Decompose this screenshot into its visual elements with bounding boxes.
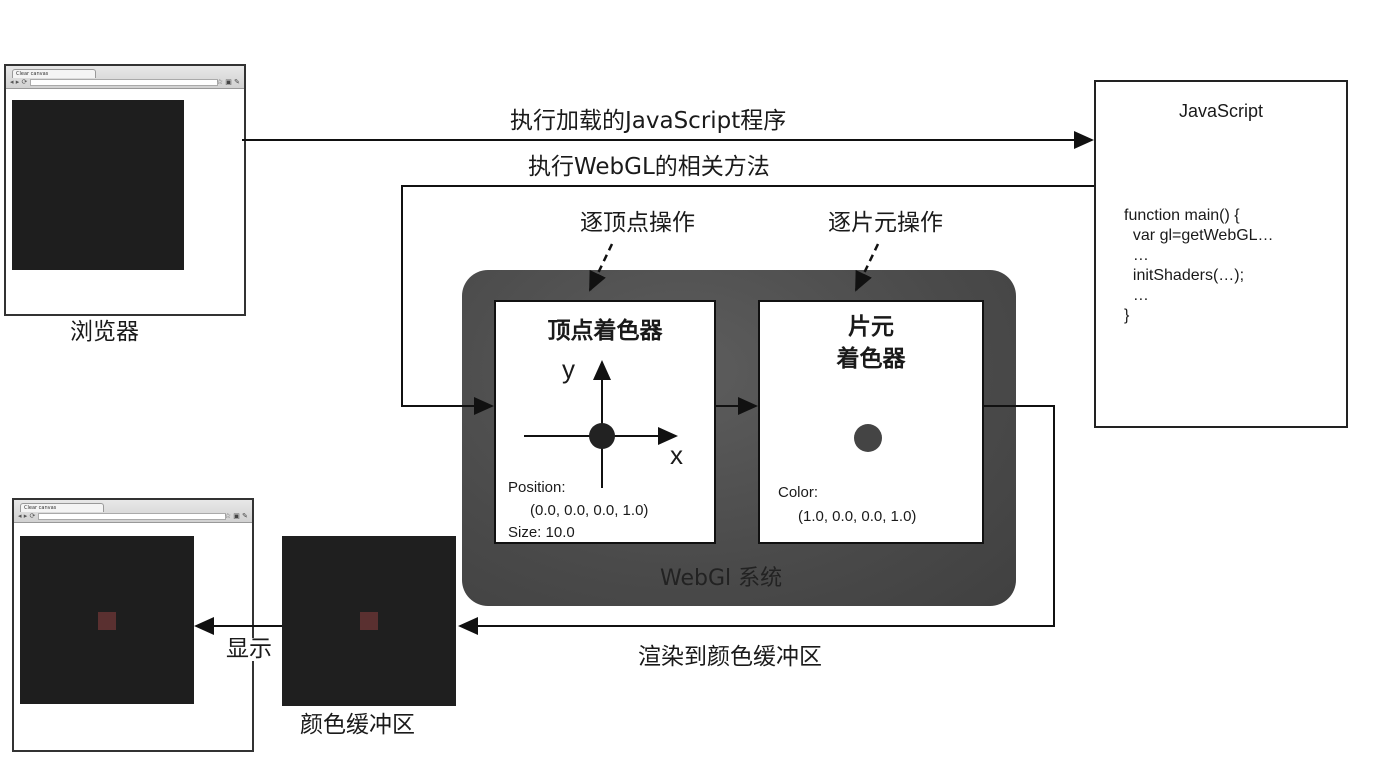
canvas-black — [20, 536, 194, 704]
buffer-red-point — [360, 612, 378, 630]
nav-arrows-icon: ◂ ▸ ⟳ — [10, 78, 28, 86]
code-line: … — [1124, 247, 1149, 264]
nav-arrows-icon: ◂ ▸ ⟳ — [18, 512, 36, 520]
code-line: } — [1124, 307, 1130, 324]
vertex-shader-title: 顶点着色器 — [547, 318, 663, 344]
javascript-box: JavaScript function main() { var gl=getW… — [1094, 80, 1348, 428]
axis-x-label: x — [670, 440, 683, 470]
webgl-system-label: WebGl 系统 — [660, 566, 783, 591]
vertex-shader-box: 顶点着色器 y x Position: (0.0, 0.0, 0.0, 1.0)… — [494, 300, 716, 544]
per-fragment-label: 逐片元操作 — [828, 210, 943, 236]
display-label: 显示 — [226, 636, 272, 662]
arrow-exec-webgl — [401, 185, 1094, 415]
arrow-render-to-buffer — [458, 405, 1055, 635]
toolbar-icons: ☆ ▣ ✎ — [224, 512, 248, 520]
size-label: Size: 10.0 — [508, 524, 575, 541]
javascript-title: JavaScript — [1178, 101, 1264, 121]
color-buffer-label: 颜色缓冲区 — [300, 712, 415, 738]
exec-webgl-label: 执行WebGL的相关方法 — [528, 154, 770, 180]
render-to-buffer-label: 渲染到颜色缓冲区 — [638, 644, 822, 670]
address-bar — [38, 513, 226, 520]
color-label: Color: — [778, 484, 819, 501]
per-fragment-pointer — [854, 243, 880, 292]
code-line: … — [1124, 287, 1149, 304]
exec-js-label: 执行加载的JavaScript程序 — [510, 108, 787, 134]
per-vertex-pointer — [588, 243, 614, 292]
fragment-shader-title-line2: 着色器 — [836, 346, 906, 372]
canvas-red-point — [98, 612, 116, 630]
code-line: function main() { — [1124, 207, 1240, 224]
code-line: initShaders(…); — [1124, 267, 1245, 284]
browser-chrome: Clear canvas ◂ ▸ ⟳ ☆ ▣ ✎ — [14, 500, 252, 523]
code-line: var gl=getWebGL… — [1124, 227, 1274, 244]
browser-label: 浏览器 — [70, 319, 139, 345]
fragment-shader-box: 片元 着色器 Color: (1.0, 0.0, 0.0, 1.0) — [758, 300, 984, 544]
color-value: (1.0, 0.0, 0.0, 1.0) — [798, 508, 917, 525]
fragment-point — [854, 424, 882, 452]
position-label: Position: — [508, 479, 566, 496]
canvas-black — [12, 100, 184, 270]
color-buffer — [282, 536, 456, 706]
browser-tab: Clear canvas — [12, 69, 96, 78]
fragment-shader-title-line1: 片元 — [848, 314, 894, 340]
per-vertex-label: 逐顶点操作 — [580, 210, 695, 236]
browser-window-top: Clear canvas ◂ ▸ ⟳ ☆ ▣ ✎ — [4, 64, 246, 316]
browser-tab: Clear canvas — [20, 503, 104, 512]
position-value: (0.0, 0.0, 0.0, 1.0) — [530, 502, 649, 519]
browser-chrome: Clear canvas ◂ ▸ ⟳ ☆ ▣ ✎ — [6, 66, 244, 89]
axis-y-label: y — [562, 354, 575, 384]
vertex-point — [589, 423, 615, 449]
toolbar-icons: ☆ ▣ ✎ — [216, 78, 240, 86]
address-bar — [30, 79, 218, 86]
